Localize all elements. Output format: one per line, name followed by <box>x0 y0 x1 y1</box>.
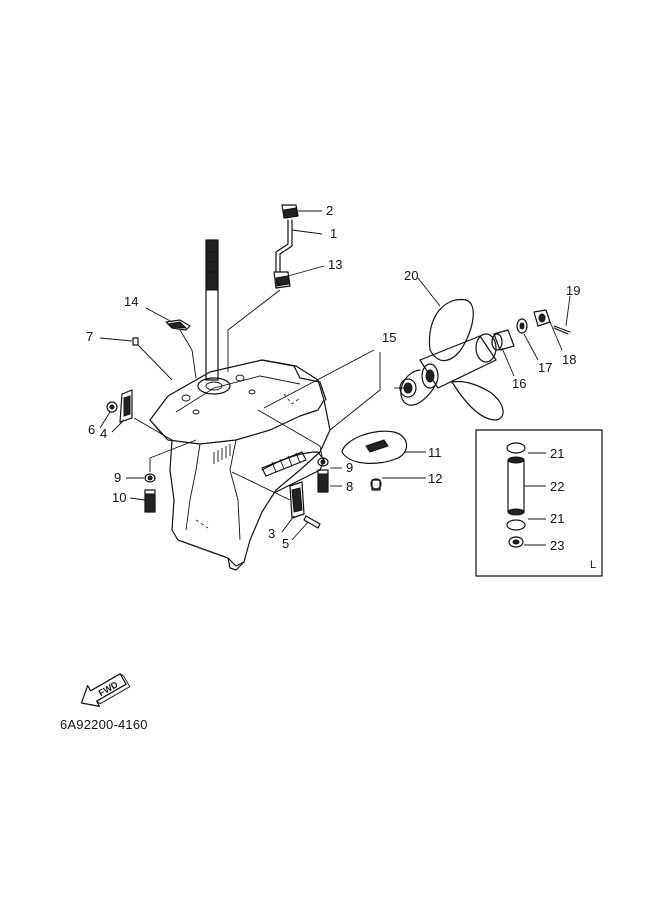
cover-plate <box>263 349 408 491</box>
callout-13: 13 <box>328 257 342 272</box>
trim-tab-and-bolt <box>231 471 321 529</box>
callout-16: 16 <box>512 376 526 391</box>
callout-5: 5 <box>282 536 289 551</box>
shift-rod-assembly <box>227 204 299 372</box>
lower-casing <box>149 359 331 571</box>
inset-detail: L <box>475 429 603 577</box>
callout-11: 11 <box>428 445 442 460</box>
callout-10: 10 <box>112 490 126 505</box>
callout-19: 19 <box>566 283 580 298</box>
callout-22: 22 <box>550 479 564 494</box>
drive-shaft <box>205 239 219 381</box>
callout-20: 20 <box>404 268 418 283</box>
callout-15: 15 <box>382 330 396 345</box>
water-tube <box>261 451 307 477</box>
callout-12: 12 <box>428 471 442 486</box>
water-inlet-grille <box>213 444 231 464</box>
callout-14: 14 <box>124 294 138 309</box>
prop-hardware <box>394 309 571 398</box>
callout-18: 18 <box>562 352 576 367</box>
callout-7: 7 <box>86 329 93 344</box>
callout-23: 23 <box>550 538 564 553</box>
right-bolt-washer <box>257 409 329 493</box>
callout-21-top: 21 <box>550 446 564 461</box>
callout-6: 6 <box>88 422 95 437</box>
callout-1: 1 <box>330 226 337 241</box>
callout-9-left: 9 <box>114 470 121 485</box>
fwd-label: FWD <box>97 679 120 698</box>
callout-9-right: 9 <box>346 460 353 475</box>
leader-lines <box>99 210 571 546</box>
callout-4: 4 <box>100 426 107 441</box>
callout-17: 17 <box>538 360 552 375</box>
left-bolt-washer <box>144 439 197 513</box>
callout-8: 8 <box>346 479 353 494</box>
callout-21-bottom: 21 <box>550 511 564 526</box>
inset-tag: L <box>590 559 596 571</box>
figure-code: 6A92200-4160 <box>60 717 148 732</box>
propeller <box>400 298 504 421</box>
clip-and-pin <box>132 319 197 381</box>
callout-numbers: 2 1 13 14 7 6 4 9 10 3 5 9 8 11 12 15 20… <box>86 203 580 553</box>
fwd-arrow: FWD <box>80 673 131 707</box>
callout-3: 3 <box>268 526 275 541</box>
callout-2: 2 <box>326 203 333 218</box>
anode-plate-and-bolt <box>106 389 173 441</box>
